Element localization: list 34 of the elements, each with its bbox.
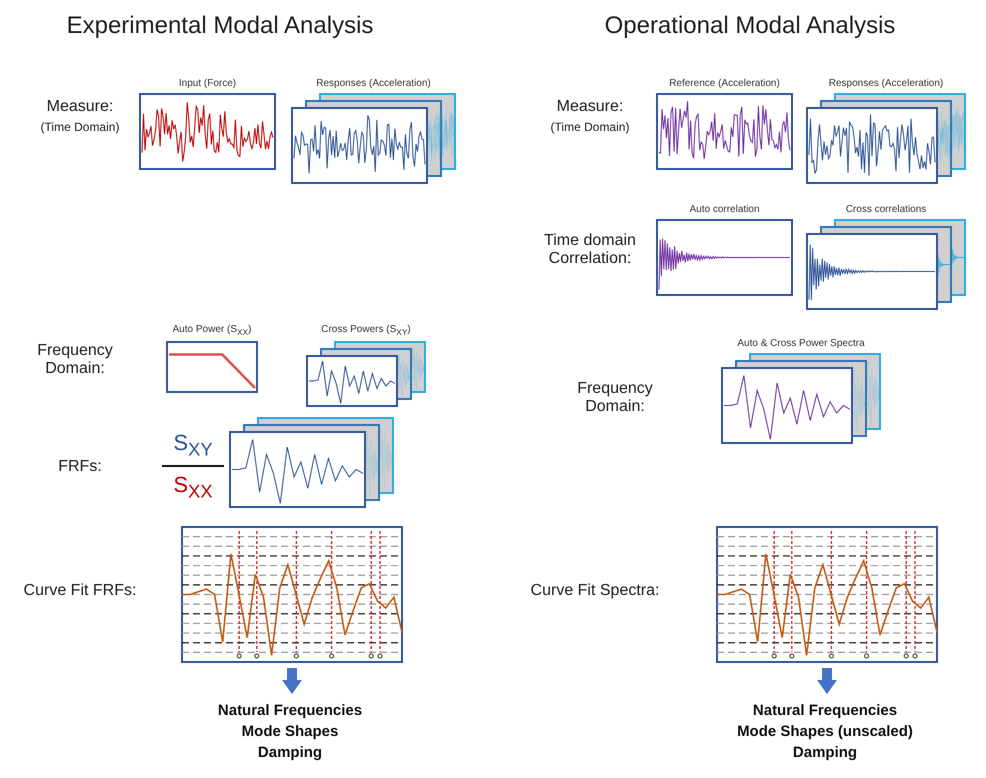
- result-text: Natural Frequencies: [216, 701, 364, 721]
- curve-fit-plot: [180, 525, 404, 664]
- result-text: Damping: [792, 743, 858, 763]
- result-text: Mode Shapes: [240, 722, 340, 742]
- row-label: (Time Domain): [40, 120, 120, 134]
- row-label: Curve Fit Spectra:: [530, 582, 660, 600]
- plot-title: Auto & Cross Power Spectra: [736, 338, 866, 349]
- formula-denominator: S$_{XX}$: [172, 472, 214, 502]
- result-text: Mode Shapes (unscaled): [736, 722, 914, 742]
- arrow: [817, 668, 837, 694]
- row-label: Time domain Correlation:: [543, 232, 637, 268]
- plot-title: Auto Power (S$_{XX}$): [172, 324, 252, 337]
- row-label: Measure:: [46, 98, 114, 116]
- row-label: FRFs:: [57, 458, 103, 476]
- result-text: Damping: [256, 743, 324, 763]
- plot-title: Cross correlations: [844, 204, 928, 215]
- row-label: Frequency Domain:: [576, 380, 654, 416]
- plot-title: Input (Force): [178, 78, 238, 89]
- result-text: Natural Frequencies: [752, 701, 898, 721]
- arrow: [282, 668, 302, 694]
- plot-title: Auto correlation: [688, 204, 761, 215]
- row-label: Measure:: [556, 98, 624, 116]
- column-heading: Operational Modal Analysis: [604, 12, 896, 40]
- row-label: (Time Domain): [550, 120, 630, 134]
- column-heading: Experimental Modal Analysis: [66, 12, 374, 40]
- plot-title: Responses (Acceleration): [315, 78, 432, 89]
- row-label: Frequency Domain:: [36, 342, 114, 378]
- curve-fit-plot: [715, 525, 939, 664]
- formula-numerator: S$_{XY}$: [172, 430, 214, 460]
- stacked-signal-plots: [228, 416, 395, 509]
- plot-title: Responses (Acceleration): [828, 78, 944, 89]
- row-label: Curve Fit FRFs:: [22, 582, 138, 600]
- plot-title: Reference (Acceleration): [668, 78, 781, 89]
- plot-title: Cross Powers (S$_{XY}$): [320, 324, 412, 337]
